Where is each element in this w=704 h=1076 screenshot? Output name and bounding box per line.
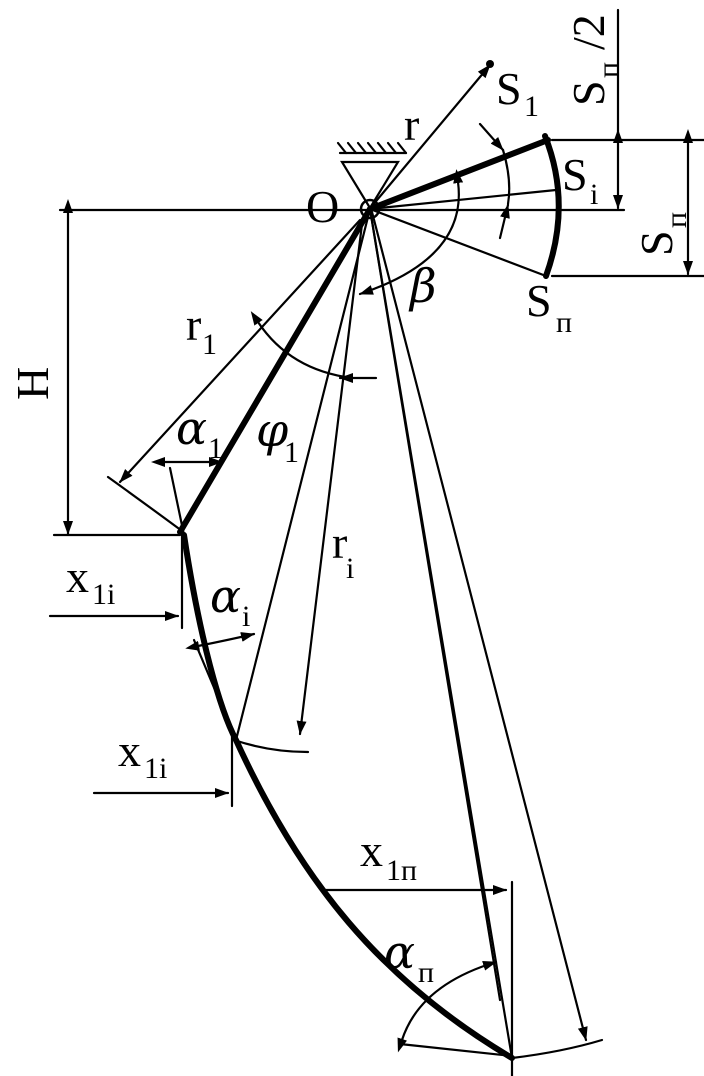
- h-dimension: [52, 199, 182, 537]
- label-s1: S: [496, 63, 522, 114]
- svg-text:i: i: [346, 552, 354, 585]
- label-si: S: [562, 149, 588, 200]
- svg-text:п: п: [418, 956, 434, 989]
- right-dimensions: [550, 8, 704, 278]
- svg-text:п: п: [592, 62, 625, 78]
- label-x1i-top: x: [66, 551, 89, 602]
- label-h: H: [7, 367, 58, 400]
- label-phi1: φ: [256, 403, 289, 457]
- r1-arc: [106, 475, 180, 530]
- label-x1i-bottom: x: [118, 725, 141, 776]
- beta-arc: [358, 169, 464, 296]
- svg-text:i: i: [242, 600, 250, 633]
- label-r: r: [404, 99, 419, 150]
- svg-text:1: 1: [202, 328, 217, 361]
- label-alphai: α: [210, 569, 241, 623]
- svg-text:1п: 1п: [386, 854, 417, 887]
- line-to-sp: [368, 207, 548, 278]
- label-sp: S: [526, 275, 552, 326]
- label-sp-half: S: [563, 80, 614, 106]
- svg-text:1: 1: [284, 436, 299, 469]
- label-sp-right: S: [631, 230, 682, 256]
- svg-text:/2: /2: [563, 14, 614, 50]
- label-beta: β: [408, 259, 437, 313]
- label-x1p: x: [360, 825, 383, 876]
- rp-arrow: [370, 210, 588, 1042]
- other-line: [368, 207, 502, 1002]
- label-alphap: α: [384, 925, 415, 979]
- svg-text:1: 1: [524, 90, 539, 123]
- r1-arrow: [118, 218, 362, 484]
- label-ri: r: [332, 517, 347, 568]
- s-arc: [542, 133, 562, 279]
- ri-arrow: [296, 222, 364, 736]
- svg-text:1i: 1i: [92, 578, 115, 611]
- svg-text:1: 1: [208, 432, 223, 465]
- svg-text:п: п: [660, 212, 693, 228]
- link-r1: [177, 206, 373, 535]
- ri-line: [234, 207, 372, 742]
- label-o: O: [306, 181, 339, 232]
- svg-text:п: п: [556, 306, 572, 339]
- label-alpha1: α: [176, 401, 207, 455]
- label-r1: r: [186, 299, 201, 350]
- svg-text:1i: 1i: [144, 752, 167, 785]
- svg-text:i: i: [590, 178, 598, 211]
